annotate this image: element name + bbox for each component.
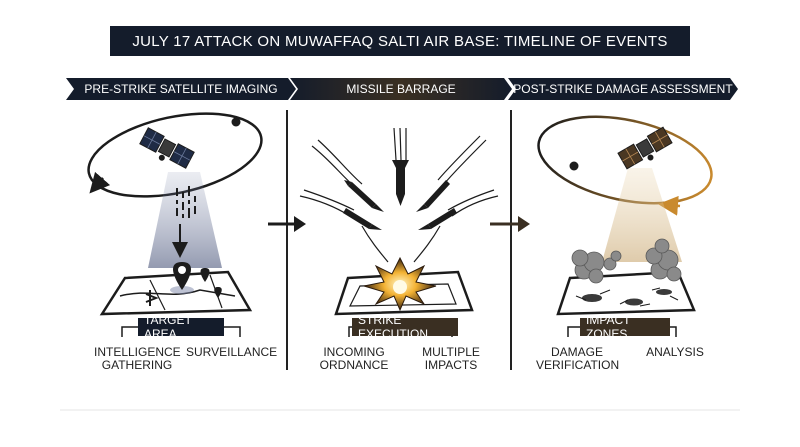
map-road	[119, 289, 236, 297]
banner-arrow-shape	[508, 78, 738, 100]
explosion-icon	[363, 256, 437, 312]
stage-3-label-text: IMPACT ZONES	[586, 313, 631, 341]
missile-icon	[418, 208, 457, 230]
stage-3-caption-1: DAMAGE VERIFICATION	[536, 345, 620, 372]
missile-icon	[344, 180, 384, 212]
orbit-icon	[537, 115, 713, 205]
orbit-marker	[231, 117, 241, 127]
location-pin-icon	[173, 262, 191, 290]
banner-arrow-shape	[290, 78, 512, 100]
stage-2-caption-2: MULTIPLE IMPACTS	[422, 345, 480, 372]
orbit-arrow	[89, 171, 111, 194]
crater-icon	[575, 287, 679, 307]
map-road	[149, 279, 166, 311]
location-pin-icon	[200, 268, 210, 282]
stage-3-banner: POST-STRIKE DAMAGE ASSESSMENT	[508, 78, 738, 100]
missile-icon	[416, 180, 450, 212]
stage-1-label-text: TARGET AREA	[144, 313, 192, 341]
transition-arrow	[490, 216, 530, 232]
stage-2-caption-1: INCOMING ORDNANCE	[319, 345, 389, 372]
title-text: JULY 17 ATTACK ON MUWAFFAQ SALTI AIR BAS…	[132, 32, 668, 50]
smoke-icon	[645, 238, 682, 282]
imaging-beam	[148, 172, 222, 268]
stage-divider	[286, 110, 288, 370]
stage-2-banner: MISSILE BARRAGE	[290, 78, 512, 100]
missile-icon	[392, 160, 409, 206]
aircraft-icon	[145, 290, 159, 306]
stage-2-label: STRIKE EXECUTION	[352, 313, 458, 341]
map-icon	[556, 270, 696, 316]
stage-1-illustration	[87, 112, 263, 316]
stage-1-banner: PRE-STRIKE SATELLITE IMAGING	[66, 78, 296, 100]
stage-1-caption-2: SURVEILLANCE	[186, 345, 278, 359]
stage-1-banner-label: PRE-STRIKE SATELLITE IMAGING	[84, 82, 278, 96]
satellite-icon	[617, 126, 673, 170]
banner-arrow-shape	[66, 78, 296, 100]
stage-3-banner-label: POST-STRIKE DAMAGE ASSESSMENT	[513, 82, 733, 96]
orbit-arrow	[658, 195, 681, 216]
orbit-marker	[569, 161, 579, 171]
stage-1-caption-1: INTELLIGENCE GATHERING	[94, 345, 181, 372]
stage-3-illustration	[537, 115, 713, 316]
smoke-icon	[571, 249, 622, 284]
stage-2-banner-label: MISSILE BARRAGE	[346, 82, 456, 96]
satellite-icon	[139, 127, 195, 169]
data-stream-icon	[172, 186, 196, 258]
stage-3-label: IMPACT ZONES	[580, 313, 670, 341]
location-pin-icon	[214, 287, 222, 298]
transition-arrow	[268, 216, 306, 232]
stage-divider	[510, 110, 512, 370]
stage-3-caption-2: ANALYSIS	[646, 345, 704, 359]
imaging-beam	[602, 168, 682, 262]
missile-icon	[343, 208, 382, 230]
stage-2-label-text: STRIKE EXECUTION	[358, 313, 429, 341]
stage-2-illustration	[299, 127, 499, 316]
page-title: JULY 17 ATTACK ON MUWAFFAQ SALTI AIR BAS…	[110, 26, 690, 56]
stage-1-label: TARGET AREA	[138, 313, 224, 341]
